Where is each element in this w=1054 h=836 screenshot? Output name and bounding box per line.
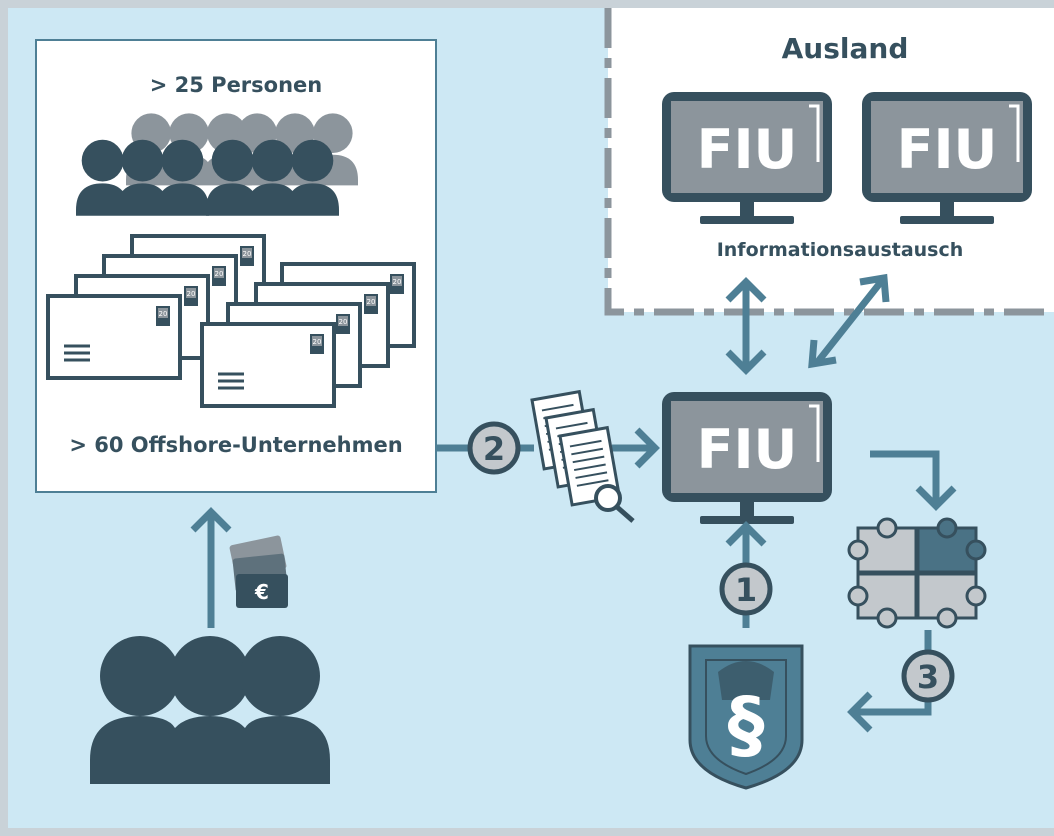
step-1-badge: 1 bbox=[719, 562, 773, 616]
monitor-label: FIU bbox=[897, 118, 998, 181]
envelope-stamp-value: 20 bbox=[215, 270, 224, 278]
exchange-label: Informationsaustausch bbox=[717, 239, 964, 261]
subjects-box: > 25 Personen > 60 Offshore-Unternehmen bbox=[35, 39, 437, 493]
persons-label: > 25 Personen bbox=[150, 73, 323, 97]
arrow-exchange-vertical bbox=[725, 277, 767, 375]
step-3-badge: 3 bbox=[901, 649, 955, 703]
arrow-exchange-diagonal bbox=[808, 273, 890, 369]
euro-symbol: € bbox=[254, 580, 269, 604]
arrow-fiu-to-puzzle bbox=[870, 450, 957, 511]
envelope-stamp-value: 20 bbox=[367, 298, 376, 306]
envelope-stamp-value: 20 bbox=[393, 278, 402, 286]
foreign-fiu-monitor-2: FIU bbox=[860, 90, 1034, 226]
clients-group-icon bbox=[90, 636, 330, 784]
envelope-stamp-value: 20 bbox=[313, 338, 322, 346]
envelope-stamp-value: 20 bbox=[159, 310, 168, 318]
puzzle-icon bbox=[847, 517, 987, 629]
monitor-label: FIU bbox=[697, 118, 798, 181]
documents-icon bbox=[530, 390, 635, 523]
offshore-companies-label: > 60 Offshore-Unternehmen bbox=[69, 433, 402, 457]
step-2-badge: 2 bbox=[467, 421, 521, 475]
arrow-clients-to-box bbox=[190, 507, 232, 628]
envelope-stamp-value: 20 bbox=[187, 290, 196, 298]
authority-shield-icon: § bbox=[688, 644, 804, 790]
step-2-number: 2 bbox=[483, 430, 505, 468]
monitor-label: FIU bbox=[697, 418, 798, 481]
foreign-title: Ausland bbox=[782, 32, 909, 65]
arrow-step-3 bbox=[847, 630, 932, 733]
envelope-stamp-value: 20 bbox=[243, 250, 252, 258]
money-bills-icon: € bbox=[229, 535, 288, 608]
envelope-stamps: 20 20 20 20 20 20 20 20 bbox=[159, 250, 402, 346]
step-1-number: 1 bbox=[735, 571, 757, 609]
arrow-step-2 bbox=[436, 427, 660, 469]
fiu-monitor-main: FIU bbox=[660, 390, 834, 526]
foreign-panel: Ausland FIU FIU Informationsaustausch bbox=[604, 8, 1054, 316]
svg-text:§: § bbox=[728, 682, 765, 768]
envelope-stamp-value: 20 bbox=[339, 318, 348, 326]
foreign-fiu-monitor-1: FIU bbox=[660, 90, 834, 226]
step-3-number: 3 bbox=[917, 658, 939, 696]
